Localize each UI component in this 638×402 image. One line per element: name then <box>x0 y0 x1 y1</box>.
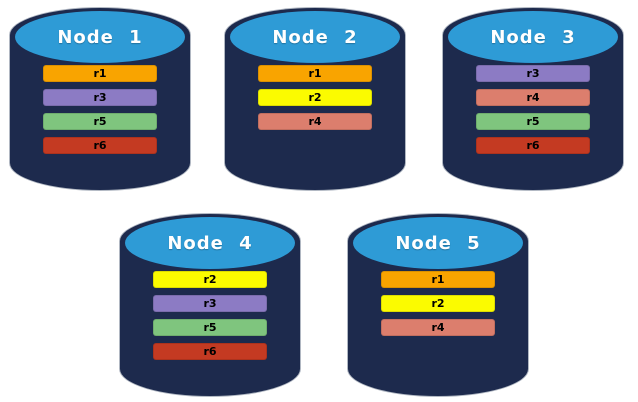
replica-label: r3 <box>93 91 107 104</box>
db-node-5: Node 5 r1 r2 r4 <box>348 214 528 396</box>
cylinder-top: Node 1 <box>15 11 185 63</box>
replica-bar-r2: r2 <box>258 89 372 106</box>
replica-label: r4 <box>431 321 445 334</box>
replica-label: r6 <box>203 345 217 358</box>
cylinder-top: Node 2 <box>230 11 400 63</box>
replica-bar-r4: r4 <box>476 89 590 106</box>
replica-label: r5 <box>203 321 217 334</box>
db-node-4: Node 4 r2 r3 r5 r6 <box>120 214 300 396</box>
replica-bar-r6: r6 <box>476 137 590 154</box>
replica-label: r1 <box>431 273 445 286</box>
replica-label: r5 <box>526 115 540 128</box>
replica-label: r2 <box>308 91 322 104</box>
replica-label: r6 <box>526 139 540 152</box>
cylinder-top: Node 3 <box>448 11 618 63</box>
replica-label: r6 <box>93 139 107 152</box>
replica-bar-r1: r1 <box>43 65 157 82</box>
replica-bar-r1: r1 <box>258 65 372 82</box>
replica-bar-r2: r2 <box>381 295 495 312</box>
replica-label: r5 <box>93 115 107 128</box>
replica-bar-r5: r5 <box>43 113 157 130</box>
replica-bar-r6: r6 <box>153 343 267 360</box>
replica-list: r1 r2 r4 <box>381 271 495 336</box>
replica-bar-r3: r3 <box>153 295 267 312</box>
replica-label: r3 <box>203 297 217 310</box>
replica-bar-r6: r6 <box>43 137 157 154</box>
replica-bar-r2: r2 <box>153 271 267 288</box>
cylinder-top: Node 4 <box>125 217 295 269</box>
replica-label: r3 <box>526 67 540 80</box>
replica-label: r2 <box>203 273 217 286</box>
replica-bar-r5: r5 <box>153 319 267 336</box>
cylinder-top: Node 5 <box>353 217 523 269</box>
db-node-1: Node 1 r1 r3 r5 r6 <box>10 8 190 190</box>
replica-bar-r3: r3 <box>476 65 590 82</box>
node-label: Node 5 <box>395 232 481 254</box>
replica-label: r1 <box>93 67 107 80</box>
replica-label: r2 <box>431 297 445 310</box>
replica-bar-r1: r1 <box>381 271 495 288</box>
replica-list: r3 r4 r5 r6 <box>476 65 590 154</box>
db-node-3: Node 3 r3 r4 r5 r6 <box>443 8 623 190</box>
node-label: Node 2 <box>272 26 358 48</box>
replica-bar-r5: r5 <box>476 113 590 130</box>
replica-bar-r3: r3 <box>43 89 157 106</box>
replica-bar-r4: r4 <box>258 113 372 130</box>
replica-list: r1 r3 r5 r6 <box>43 65 157 154</box>
db-node-2: Node 2 r1 r2 r4 <box>225 8 405 190</box>
node-label: Node 3 <box>490 26 576 48</box>
node-label: Node 4 <box>167 232 253 254</box>
replica-label: r4 <box>526 91 540 104</box>
replica-list: r2 r3 r5 r6 <box>153 271 267 360</box>
replica-bar-r4: r4 <box>381 319 495 336</box>
replica-label: r4 <box>308 115 322 128</box>
replica-label: r1 <box>308 67 322 80</box>
replica-list: r1 r2 r4 <box>258 65 372 130</box>
node-label: Node 1 <box>57 26 143 48</box>
